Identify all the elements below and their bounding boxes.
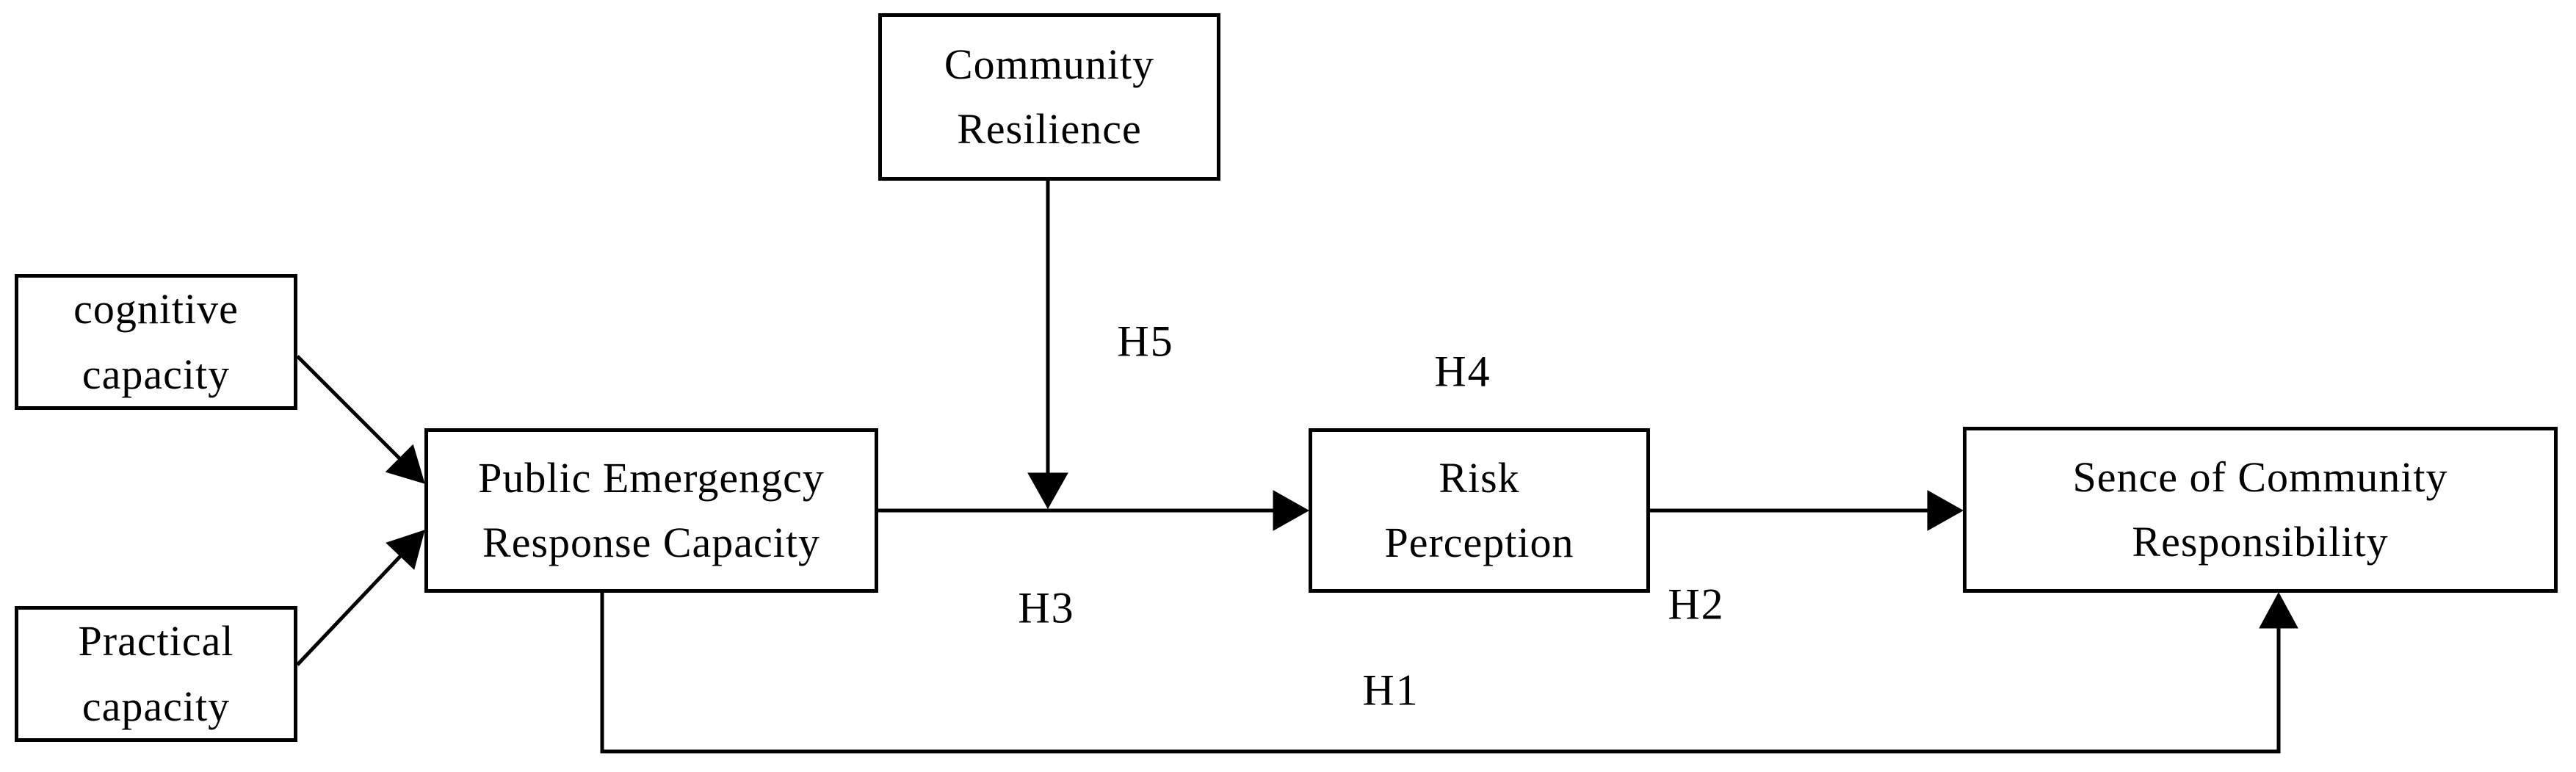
node-practical-capacity: Practical capacity	[15, 606, 297, 742]
node-public-emergency-response-capacity: Public Emergengcy Response Capacity	[424, 428, 878, 593]
node-community-resilience: Community Resilience	[878, 13, 1220, 181]
node-public-emergency-line1: Public Emergengcy	[478, 453, 825, 502]
node-risk-perception: Risk Perception	[1309, 428, 1650, 593]
node-cognitive-capacity: cognitive capacity	[15, 274, 297, 410]
arrow-practical-to-response-line	[296, 549, 407, 666]
node-risk-perception-line2: Perception	[1384, 519, 1574, 566]
hypothesis-label-h1: H1	[1362, 665, 1419, 715]
arrow-h5-moderator-head	[1027, 472, 1068, 510]
node-sense-community-line2: Responsibility	[2132, 518, 2389, 566]
arrow-practical-to-response-head	[386, 530, 425, 570]
hypothesis-label-h2: H2	[1668, 580, 1725, 629]
node-sense-of-community-responsibility: Sence of Community Responsibility	[1963, 427, 2558, 593]
arrow-h2-head	[1927, 490, 1964, 531]
node-community-resilience-line2: Resilience	[957, 105, 1142, 153]
node-cognitive-capacity-line1: cognitive	[73, 285, 239, 333]
arrow-h1-path	[600, 593, 2281, 754]
node-practical-capacity-line2: capacity	[82, 682, 231, 730]
node-practical-capacity-line1: Practical	[78, 617, 234, 665]
node-risk-perception-line1: Risk	[1439, 453, 1520, 502]
hypothesis-label-h3: H3	[1018, 583, 1075, 632]
node-cognitive-capacity-line2: capacity	[82, 350, 231, 398]
arrow-h1-head	[2259, 591, 2298, 629]
node-public-emergency-line2: Response Capacity	[482, 519, 820, 566]
hypothesis-label-h5: H5	[1117, 317, 1174, 366]
arrow-cognitive-to-response-line	[296, 355, 405, 464]
node-sense-community-line1: Sence of Community	[2072, 452, 2448, 501]
node-community-resilience-line1: Community	[944, 40, 1155, 88]
arrow-cognitive-to-response-head	[385, 444, 425, 484]
hypothesis-label-h4: H4	[1434, 347, 1491, 396]
arrow-h3-head	[1273, 490, 1310, 531]
